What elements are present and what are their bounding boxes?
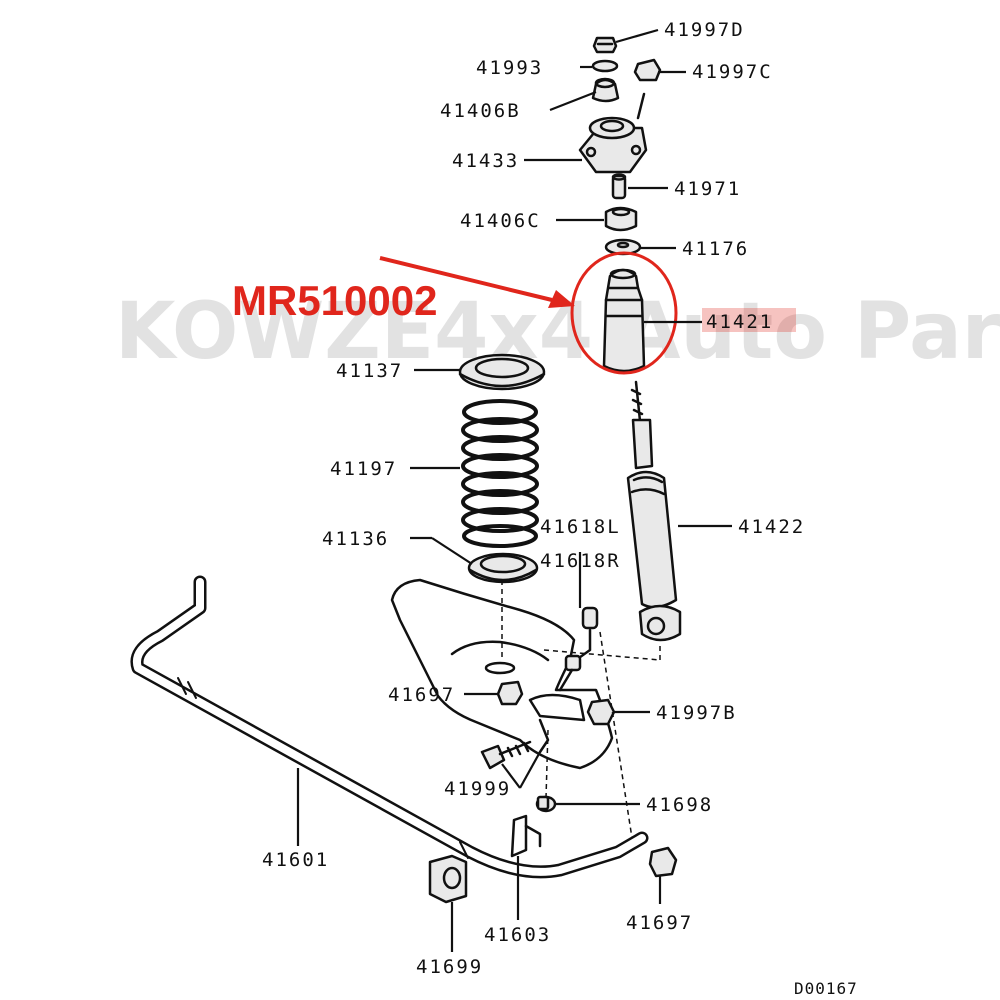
label-41697-upper: 41697	[388, 684, 455, 706]
label-41618r: 41618R	[540, 550, 621, 572]
bushing-41406c	[604, 206, 638, 232]
nut-41697-upper	[496, 680, 524, 706]
label-41993: 41993	[476, 57, 543, 79]
washer-41993	[591, 59, 619, 73]
label-41699: 41699	[416, 956, 483, 978]
bushing-41406b	[591, 77, 620, 103]
callout-part-number: MR510002	[232, 277, 437, 324]
label-41997b: 41997B	[656, 702, 737, 724]
label-41176: 41176	[682, 238, 749, 260]
bolt-41999	[480, 740, 532, 770]
label-41197: 41197	[330, 458, 397, 480]
stabilizer-bar-41601	[130, 575, 649, 879]
label-41601: 41601	[262, 849, 329, 871]
bushing-41699	[428, 854, 468, 904]
nut-41997d	[592, 36, 618, 54]
label-41618l: 41618L	[540, 516, 621, 538]
shock-absorber-41422	[626, 380, 682, 642]
lower-arm	[390, 578, 614, 770]
lower-seat-41136	[467, 552, 539, 584]
stabilizer-link-41618	[558, 606, 599, 692]
spring-seat-41137	[458, 353, 546, 391]
label-41698: 41698	[646, 794, 713, 816]
strut-mount-41433	[578, 92, 648, 174]
label-41422: 41422	[738, 516, 805, 538]
bushing-41698	[535, 795, 557, 813]
bracket-41603	[510, 814, 542, 858]
leader-lines	[296, 28, 732, 952]
label-41136: 41136	[322, 528, 389, 550]
nut-41997b	[586, 698, 616, 726]
label-41406b: 41406B	[440, 100, 521, 122]
nut-41697-lower	[648, 846, 678, 878]
drawing-code: D00167	[794, 979, 858, 998]
dust-boot-41421	[602, 268, 646, 373]
label-41971: 41971	[674, 178, 741, 200]
label-41137: 41137	[336, 360, 403, 382]
label-41421: 41421	[706, 311, 773, 333]
coil-spring-41197	[461, 399, 539, 548]
highlight-circle	[570, 251, 678, 375]
nut-41997c	[633, 58, 662, 82]
label-41999: 41999	[444, 778, 511, 800]
label-41997d: 41997D	[664, 19, 745, 41]
label-41997c: 41997C	[692, 61, 773, 83]
callout-arrow	[379, 256, 575, 308]
label-41406c: 41406C	[460, 210, 541, 232]
label-41433: 41433	[452, 150, 519, 172]
collar-41971	[611, 173, 627, 200]
label-41697-lower: 41697	[626, 912, 693, 934]
label-41603: 41603	[484, 924, 551, 946]
highlight-label-bar	[702, 308, 796, 332]
